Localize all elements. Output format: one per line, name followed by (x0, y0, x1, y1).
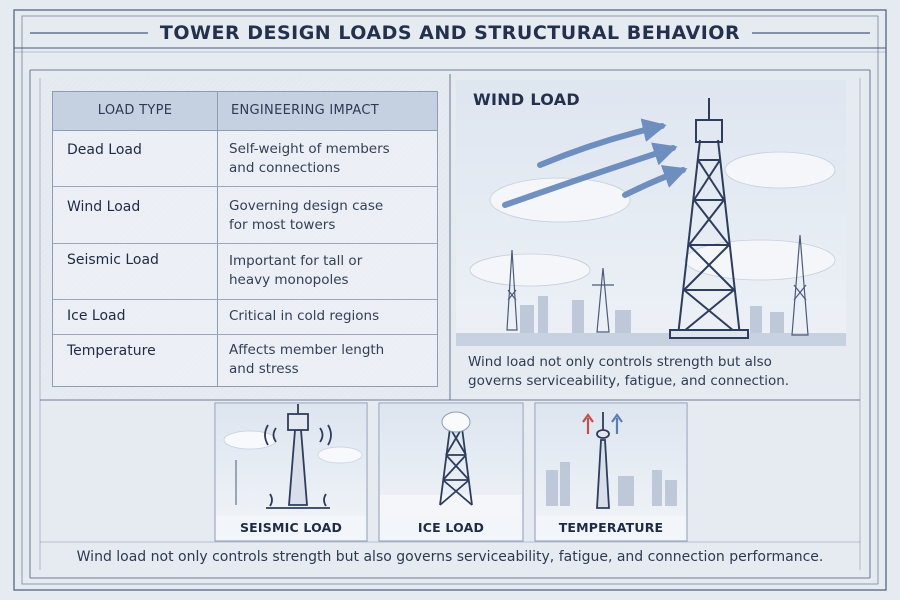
caption-line: governs serviceability, fatigue, and con… (468, 373, 790, 389)
load-type-cell: Seismic Load (67, 252, 159, 268)
footer-note: Wind load not only controls strength but… (76, 549, 824, 565)
load-type-cell: Dead Load (67, 142, 142, 158)
impact-cell: Governing design case for most towers (229, 197, 429, 235)
table-row: Ice Load Critical in cold regions (53, 300, 437, 335)
impact-line: Critical in cold regions (229, 308, 380, 324)
load-type-table: LOAD TYPE ENGINEERING IMPACT Dead Load S… (52, 91, 438, 387)
header-load-type: LOAD TYPE (97, 103, 173, 118)
ice-illustration (378, 402, 524, 542)
ice-load-label: ICE LOAD (417, 520, 485, 535)
seismic-illustration (214, 402, 368, 542)
temperature-label: TEMPERATURE (558, 520, 664, 535)
table-row: Dead Load Self-weight of members and con… (53, 130, 437, 187)
impact-line: and stress (229, 361, 299, 377)
impact-cell: Affects member length and stress (229, 341, 429, 379)
table-row: Seismic Load Important for tall or heavy… (53, 244, 437, 300)
load-type-cell: Temperature (67, 343, 156, 359)
impact-cell: Important for tall or heavy monopoles (229, 252, 429, 290)
caption-line: Wind load not only controls strength but… (468, 354, 772, 370)
main-lattice-tower (669, 98, 749, 339)
column-divider (217, 92, 218, 386)
header-engineering-impact: ENGINEERING IMPACT (231, 103, 379, 118)
impact-line: and connections (229, 160, 341, 176)
table-header: LOAD TYPE ENGINEERING IMPACT (53, 92, 437, 131)
impact-line: Affects member length (229, 342, 385, 358)
impact-line: heavy monopoles (229, 272, 349, 288)
impact-cell: Self-weight of members and connections (229, 140, 429, 178)
wind-load-caption: Wind load not only controls strength but… (468, 353, 848, 391)
load-type-cell: Ice Load (67, 308, 126, 324)
wind-load-illustration (456, 80, 846, 346)
impact-line: for most towers (229, 217, 336, 233)
impact-line: Governing design case (229, 198, 384, 214)
seismic-load-label: SEISMIC LOAD (239, 520, 343, 535)
impact-line: Self-weight of members (229, 141, 390, 157)
temperature-illustration (534, 402, 688, 542)
load-type-cell: Wind Load (67, 199, 141, 215)
wind-load-title: WIND LOAD (473, 90, 581, 109)
impact-line: Important for tall or (229, 253, 363, 269)
table-row: Wind Load Governing design case for most… (53, 187, 437, 244)
impact-cell: Critical in cold regions (229, 307, 429, 326)
page-title: TOWER DESIGN LOADS AND STRUCTURAL BEHAVI… (159, 22, 741, 44)
table-row: Temperature Affects member length and st… (53, 335, 437, 385)
